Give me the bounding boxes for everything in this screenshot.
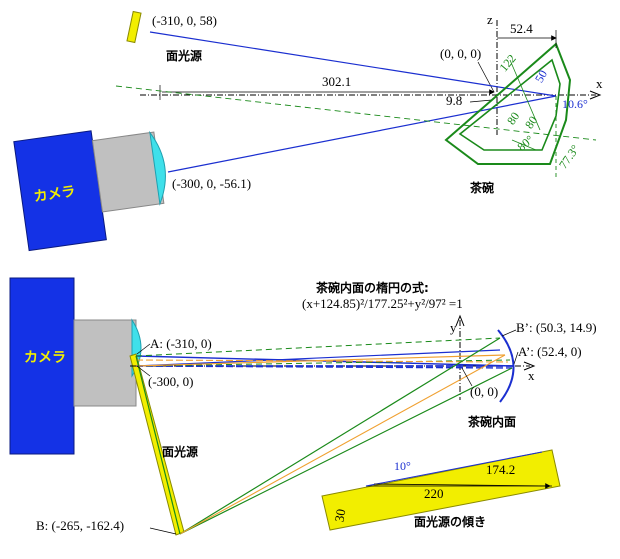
bottom-point-bp: B’: (50.3, 14.9) — [516, 320, 597, 335]
bottom-axis-x: x — [528, 368, 535, 383]
top-section: (-310, 0, 58) 面光源 x z 302.1 9.8 (0, 0, 0… — [13, 10, 603, 252]
bottom-ray-green-dash-2 — [135, 359, 511, 367]
top-light-name: 面光源 — [166, 48, 202, 63]
bottom-x-arrow — [523, 361, 536, 371]
top-dim-80b: 80 — [522, 113, 540, 131]
bottom-inner-name: 茶碗内面 — [467, 414, 516, 429]
bottom-bowl-arc — [497, 329, 515, 403]
top-camera-glass — [149, 130, 166, 206]
top-offset: 9.8 — [446, 93, 462, 108]
bottom-point-a-leader — [136, 343, 151, 355]
tilt-angle: 10° — [394, 459, 411, 473]
tilt-dim-220: 220 — [424, 486, 444, 501]
bottom-light-name: 面光源 — [162, 444, 198, 459]
top-ray-light — [149, 31, 557, 97]
top-camera-name: カメラ — [33, 184, 77, 206]
top-distance: 302.1 — [322, 74, 351, 89]
top-light-source — [126, 10, 142, 44]
bottom-ellipse-eq: (x+124.85)²/177.25²+y²/97² =1 — [302, 296, 463, 311]
tilt-dim-1742-arrow — [373, 483, 551, 489]
top-axis-z: z — [487, 12, 493, 27]
top-dim-80a: 80 — [504, 109, 522, 127]
top-x-arrow — [589, 90, 602, 100]
top-bowl-inner — [458, 58, 561, 151]
tilt-dim-30: 30 — [331, 508, 348, 523]
bottom-ray-orange-2 — [135, 359, 509, 363]
bottom-camera-pos-leader — [136, 365, 151, 377]
bottom-section: カメラ x y A: (-310, 0) (-300, 0) 面光源 B — [9, 277, 597, 536]
top-bowl-dim-line2 — [511, 139, 537, 151]
top-green-dash-1 — [115, 85, 597, 141]
top-dim-50: 50 — [532, 68, 550, 85]
tilt-blue-dim — [365, 451, 543, 487]
bottom-ray-blue-3 — [135, 349, 501, 367]
top-axis-x: x — [596, 76, 603, 91]
bottom-ray-blue-4 — [135, 365, 513, 369]
tilt-dim-1742: 174.2 — [486, 462, 515, 477]
top-ray-camera — [167, 95, 557, 173]
bottom-point-ap: A’: (52.4, 0) — [518, 344, 582, 359]
bottom-y-arrow — [455, 314, 465, 327]
bottom-axis-y: y — [450, 320, 457, 335]
top-bowl-outline — [444, 42, 572, 165]
top-dim-width: 52.4 — [510, 21, 533, 36]
top-bowl-name: 茶碗 — [469, 180, 494, 195]
bottom-ray-green-dash-1 — [135, 337, 501, 357]
top-dim-122: 122 — [496, 52, 518, 75]
bottom-origin-leader — [461, 367, 473, 387]
top-angle-773: 77.3° — [556, 142, 582, 171]
top-origin-label: (0, 0, 0) — [440, 46, 481, 61]
bottom-camera-name: カメラ — [24, 350, 66, 366]
top-angle-106: 10.6° — [562, 97, 588, 111]
bottom-point-b: B: (-265, -162.4) — [36, 518, 124, 533]
top-origin-leader — [477, 61, 495, 93]
bottom-ray-green-3 — [135, 355, 181, 535]
bottom-camera-lens — [73, 319, 137, 407]
bottom-ray-orange-3 — [179, 354, 506, 535]
top-camera: カメラ — [13, 130, 166, 252]
bottom-camera-body — [9, 277, 75, 455]
top-bowl-dim-line1 — [509, 59, 541, 131]
bottom-point-a: A: (-310, 0) — [150, 336, 212, 351]
bottom-origin: (0, 0) — [470, 384, 498, 399]
bottom-point-ap-leader — [513, 351, 519, 365]
top-camera-label: (-300, 0, -56.1) — [172, 176, 251, 191]
top-light-label: (-310, 0, 58) — [152, 13, 217, 28]
bottom-ray-green-2 — [179, 367, 513, 535]
bottom-point-bp-leader — [501, 329, 517, 337]
bottom-ellipse-title: 茶碗内面の楕円の式: — [315, 280, 429, 295]
bottom-ray-blue-1 — [135, 355, 515, 367]
top-offset-leader — [469, 99, 493, 103]
bottom-point-b-leader — [149, 527, 177, 535]
tilt-caption: 面光源の傾き — [414, 514, 486, 529]
bottom-camera-pos: (-300, 0) — [148, 374, 194, 389]
bottom-ray-green-1 — [179, 337, 501, 535]
tilt-section: 10° 174.2 220 30 面光源の傾き — [321, 449, 561, 531]
